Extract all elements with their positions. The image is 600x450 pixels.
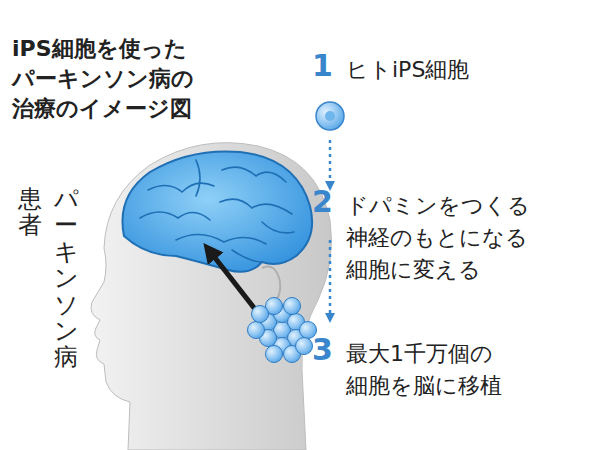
patient-label: 患者 [18,186,42,239]
head-silhouette [91,143,332,450]
step-number: 2 [312,186,340,218]
brain [122,151,312,271]
step-text: ドパミンをつくる 神経のもとになる 細胞に変える [346,190,566,286]
step-text: ヒトiPS細胞 [346,54,586,86]
step-number: 1 [312,50,340,82]
brain-folds [140,160,294,262]
cell-cluster [248,298,317,363]
cell [296,338,313,355]
cell [252,306,269,323]
flow-arrow [329,240,332,318]
step-number: 3 [312,334,340,366]
cell-nucleus [325,111,335,121]
cell [284,298,301,315]
ips-cell [316,102,344,130]
step-text: 最大1千万個の 細胞を脳に移植 [346,338,566,402]
cell [266,346,283,363]
title: iPS細胞を使った パーキンソン病の 治療のイメージ図 [12,34,262,124]
patient-label: パーキンソン病 [54,186,78,371]
flow-arrow [329,140,332,186]
cell [248,322,265,339]
